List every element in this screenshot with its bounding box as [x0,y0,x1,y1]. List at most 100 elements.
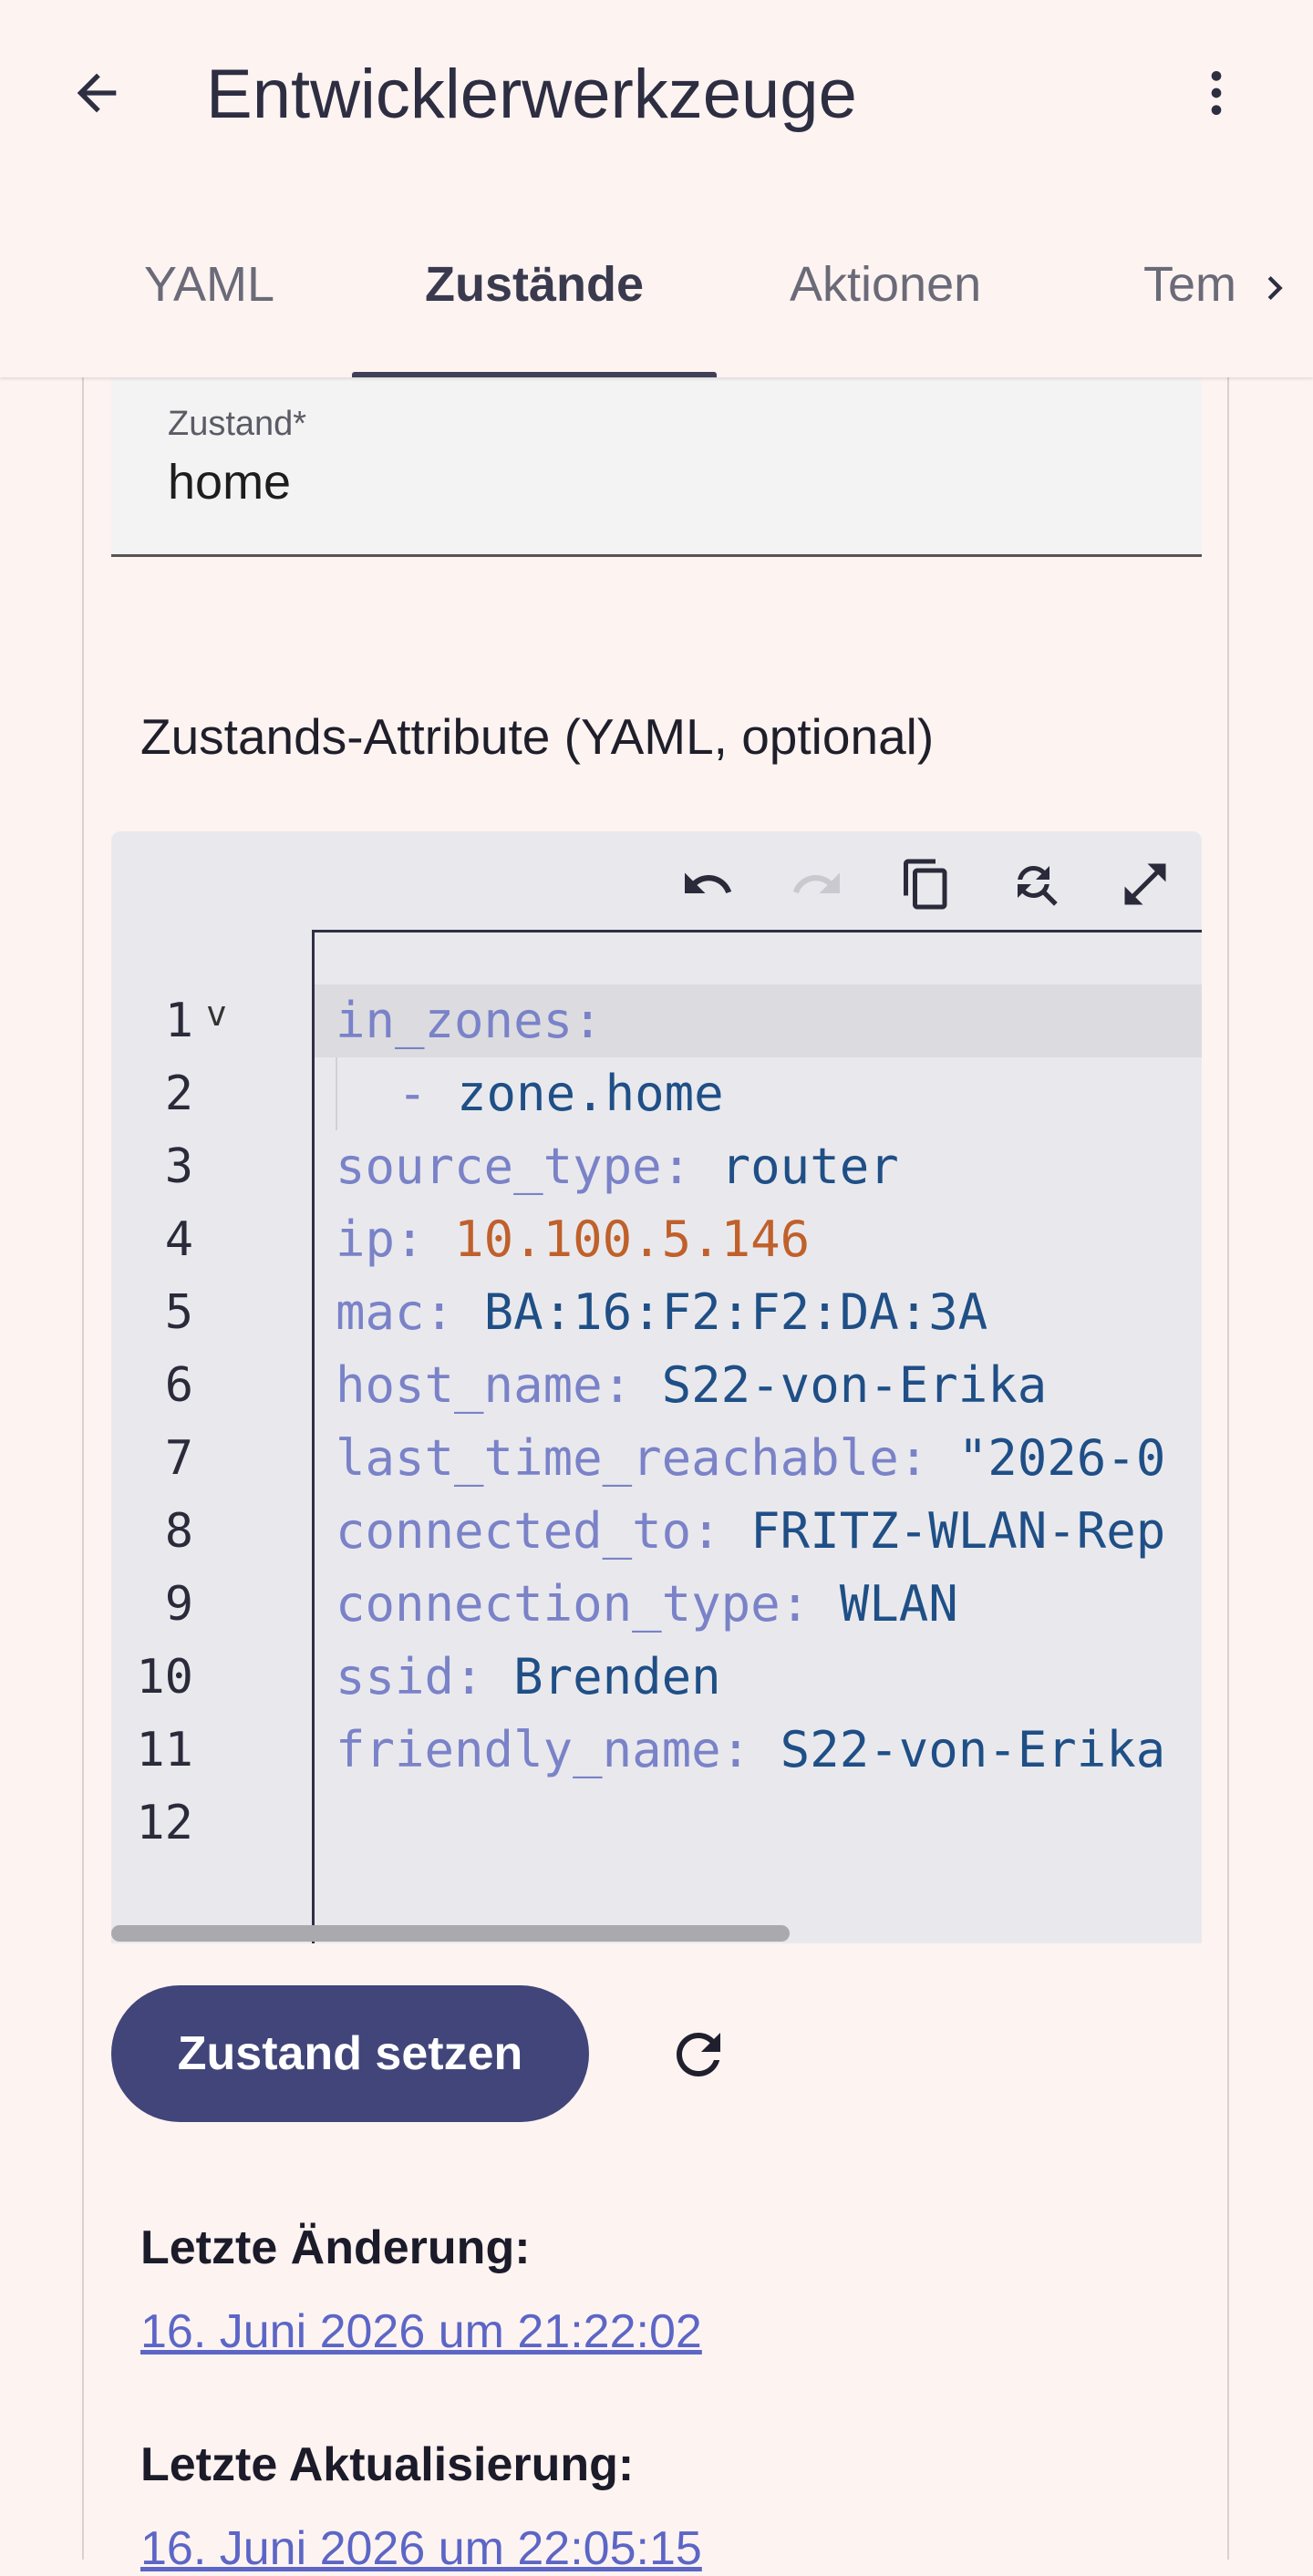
line-number: 4 [164,1212,193,1267]
tab-yaml[interactable]: YAML [144,257,275,312]
active-tab-indicator [352,372,717,377]
yaml-value: WLAN [839,1575,958,1633]
copy-button[interactable] [890,850,963,922]
yaml-value: S22-von-Erika [780,1721,1166,1778]
refresh-button[interactable] [653,2011,744,2102]
code-text: connected_to: FRITZ-WLAN-Rep [336,1495,1165,1568]
yaml-separator: : [691,1502,751,1560]
tab-states[interactable]: Zustände [425,257,645,312]
card-border-left [82,377,84,2560]
chevron-right-icon [1251,264,1298,316]
last-changed-label: Letzte Änderung: [140,2221,531,2274]
line-number: 7 [164,1431,193,1486]
yaml-separator: : [780,1575,840,1633]
page-title: Entwicklerwerkzeuge [206,56,857,133]
code-line-1[interactable]: 1 v in_zones: [111,984,1202,1057]
line-number: 5 [164,1285,193,1340]
code-text: in_zones: [336,984,603,1057]
code-line-7[interactable]: 7 last_time_reachable: "2026-0 [111,1422,1202,1495]
yaml-separator: : [573,992,603,1049]
yaml-key: host_name [336,1356,603,1414]
code-line-5[interactable]: 5 mac: BA:16:F2:F2:DA:3A [111,1276,1202,1349]
yaml-number-value: 10.100.5.146 [454,1211,811,1268]
code-line-9[interactable]: 9 connection_type: WLAN [111,1568,1202,1641]
state-input[interactable]: Zustand* home [111,377,1202,557]
search-replace-icon [1008,857,1063,916]
editor-gutter-border [312,930,315,1943]
redo-button[interactable] [781,850,853,922]
yaml-value: zone.home [457,1065,724,1122]
yaml-key: connected_to [336,1502,692,1560]
code-text: ssid: Brenden [336,1641,721,1714]
arrow-left-icon [67,64,126,127]
line-number: 12 [136,1796,193,1850]
code-text: host_name: S22-von-Erika [336,1349,1047,1422]
line-number: 6 [164,1358,193,1413]
app-bar: Entwicklerwerkzeuge YAML Zustände Aktion… [0,0,1313,377]
yaml-value: FRITZ-WLAN-Rep [750,1502,1166,1560]
yaml-value: "2026-0 [957,1429,1166,1487]
fold-toggle[interactable]: v [206,994,227,1034]
yaml-separator: : [661,1138,721,1195]
attributes-heading: Zustands-Attribute (YAML, optional) [140,708,935,765]
active-line-highlight [315,984,1202,1057]
yaml-value: Brenden [513,1648,721,1705]
tab-bar: YAML Zustände Aktionen Tem [0,191,1313,377]
overflow-menu-button[interactable] [1173,51,1260,139]
yaml-key: last_time_reachable [336,1429,899,1487]
editor-content-top-border [312,930,1202,933]
yaml-value: router [720,1138,899,1195]
code-text: last_time_reachable: "2026-0 [336,1422,1165,1495]
tab-templates[interactable]: Tem [1143,257,1237,312]
refresh-icon [666,2022,731,2092]
yaml-key: in_zones [336,992,574,1049]
last-changed-link[interactable]: 16. Juni 2026 um 21:22:02 [140,2305,702,2358]
code-text: source_type: router [336,1130,899,1203]
yaml-value: S22-von-Erika [661,1356,1048,1414]
last-updated-link[interactable]: 16. Juni 2026 um 22:05:15 [140,2522,702,2575]
code-text: friendly_name: S22-von-Erika [336,1714,1165,1787]
line-number: 2 [164,1066,193,1121]
yaml-separator: : [720,1721,781,1778]
undo-button[interactable] [671,850,744,922]
card-border-right [1227,377,1229,2560]
line-number: 1 [164,994,193,1048]
yaml-separator: : [602,1356,662,1414]
yaml-key: ssid [336,1648,455,1705]
state-input-value[interactable]: home [168,455,292,510]
code-line-12[interactable]: 12 [111,1787,1202,1860]
code-line-2[interactable]: 2 - zone.home [111,1057,1202,1130]
line-number: 11 [136,1723,193,1777]
search-replace-button[interactable] [999,850,1072,922]
code-line-11[interactable]: 11 friendly_name: S22-von-Erika [111,1714,1202,1787]
code-line-4[interactable]: 4 ip: 10.100.5.146 [111,1203,1202,1276]
code-line-6[interactable]: 6 host_name: S22-von-Erika [111,1349,1202,1422]
code-line-8[interactable]: 8 connected_to: FRITZ-WLAN-Rep [111,1495,1202,1568]
code-text: connection_type: WLAN [336,1568,958,1641]
line-number: 9 [164,1577,193,1632]
back-button[interactable] [53,51,140,139]
yaml-value: BA:16:F2:F2:DA:3A [483,1283,988,1341]
yaml-key: ip [336,1211,396,1268]
copy-icon [899,857,954,916]
fullscreen-icon [1118,857,1173,916]
yaml-separator: : [454,1648,514,1705]
yaml-separator: : [395,1211,455,1268]
tabs-scroll-next-button[interactable] [1240,246,1309,334]
set-state-button[interactable]: Zustand setzen [111,1985,589,2122]
tab-actions[interactable]: Aktionen [790,257,982,312]
fullscreen-button[interactable] [1109,850,1182,922]
yaml-key: friendly_name [336,1721,721,1778]
yaml-key: mac [336,1283,425,1341]
last-updated-label: Letzte Aktualisierung: [140,2438,635,2491]
yaml-key: connection_type [336,1575,781,1633]
yaml-editor[interactable]: 1 v in_zones: 2 - zone.home 3 source_typ… [111,831,1202,1943]
code-line-3[interactable]: 3 source_type: router [111,1130,1202,1203]
code-line-10[interactable]: 10 ssid: Brenden [111,1641,1202,1714]
undo-icon [680,857,735,916]
horizontal-scrollbar[interactable] [111,1925,790,1942]
state-input-label: Zustand* [168,405,307,443]
indent-guide [336,1057,337,1130]
line-number: 10 [136,1650,193,1705]
yaml-separator: : [424,1283,484,1341]
